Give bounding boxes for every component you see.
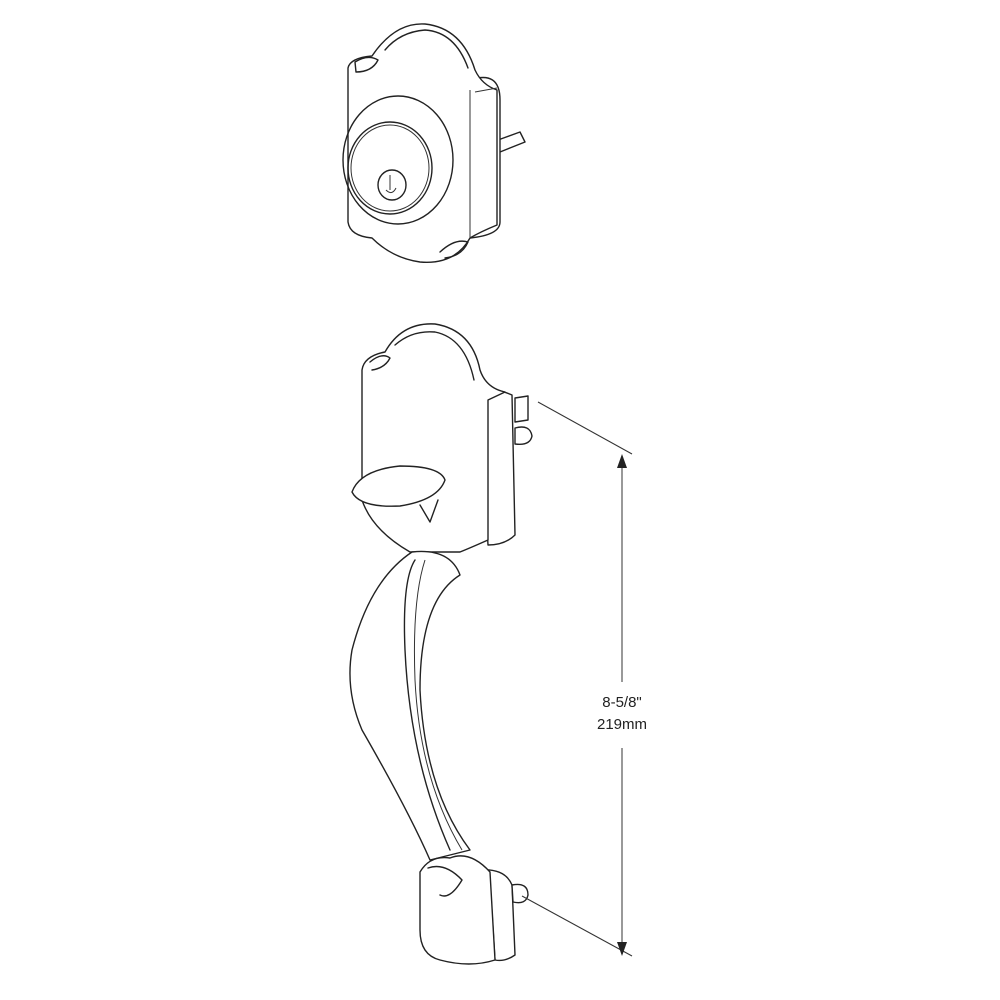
thumb-piece [351, 465, 446, 507]
dimension-metric: 219mm [596, 716, 648, 733]
deadbolt-backplate [347, 23, 498, 263]
dimension-label: 8-5/8" 219mm [572, 682, 672, 748]
spindle-pins [514, 395, 533, 446]
dimension-imperial: 8-5/8" [602, 694, 642, 711]
arrow-down-icon [617, 942, 627, 956]
deadbolt-bolt-tail [497, 131, 526, 153]
bottom-pin [511, 883, 529, 904]
top-plate [361, 323, 506, 553]
bottom-plate [419, 855, 496, 965]
deadbolt-rose [342, 95, 454, 225]
bottom-plate-side [479, 869, 516, 962]
deadbolt [342, 23, 526, 263]
keyhole-icon [377, 169, 407, 201]
deadbolt-cylinder [347, 121, 433, 215]
arrow-up-icon [617, 454, 627, 468]
dimension-annotation [521, 401, 633, 957]
handleset [349, 323, 533, 965]
